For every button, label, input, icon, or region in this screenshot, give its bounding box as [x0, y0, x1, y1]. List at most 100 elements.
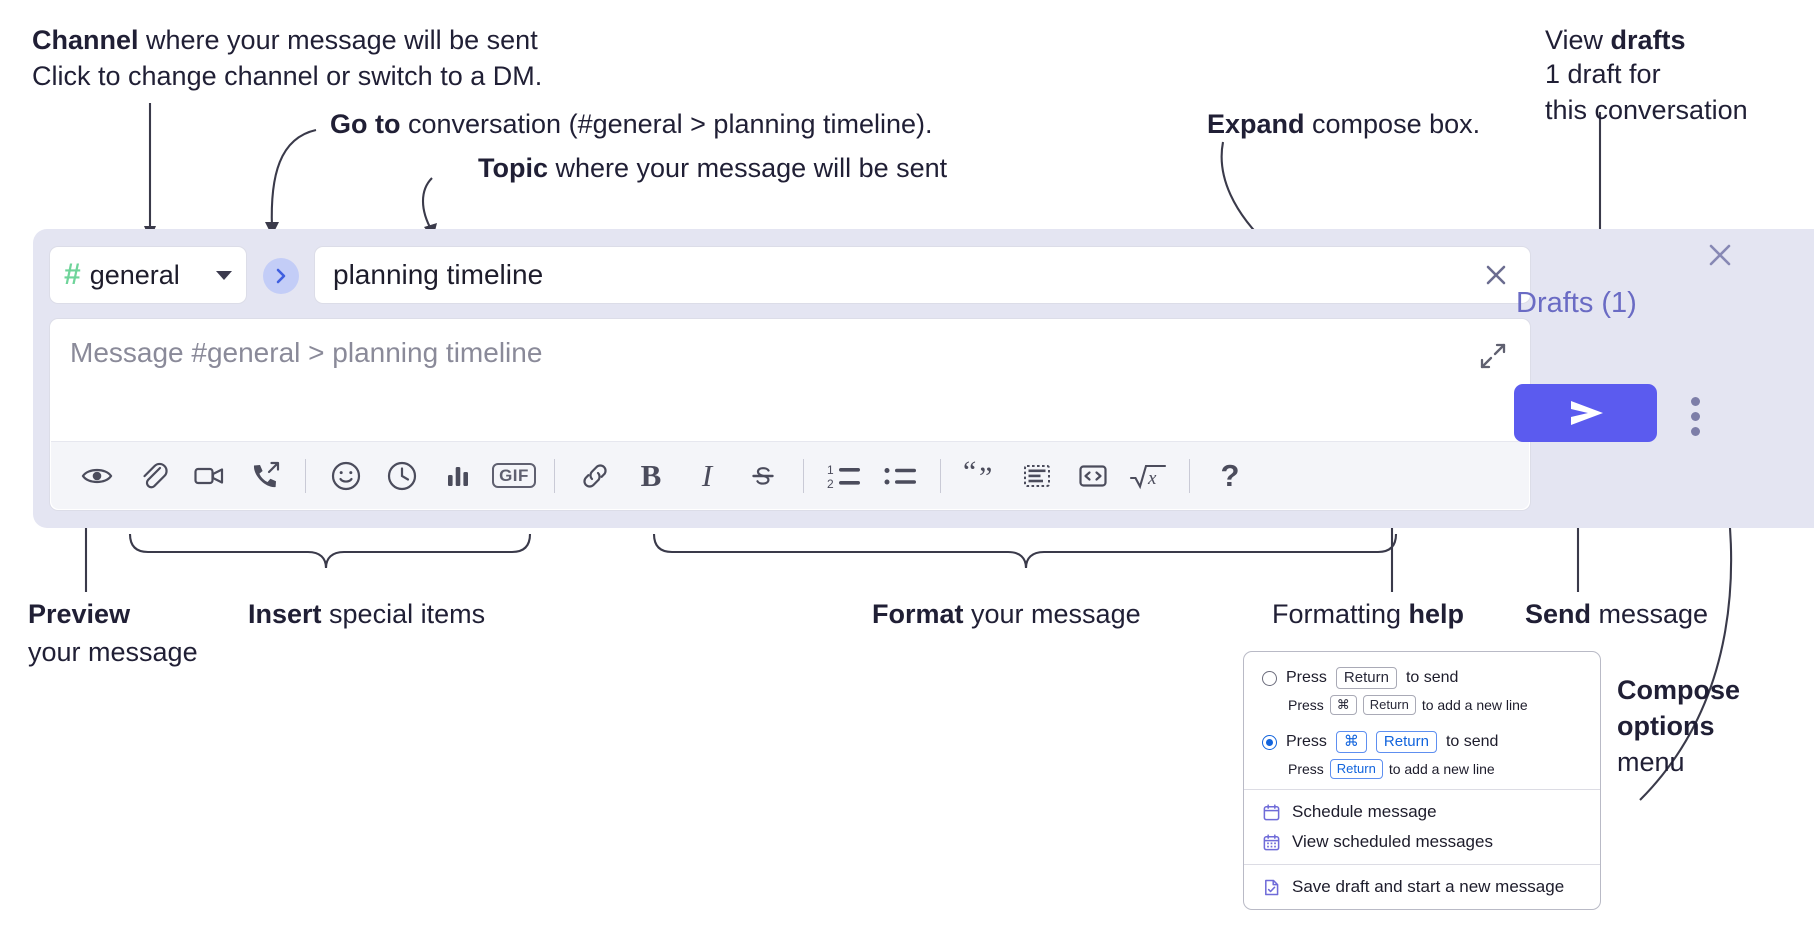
option2-key1: ⌘ — [1335, 731, 1367, 753]
strikethrough-icon[interactable] — [735, 448, 791, 504]
message-compose-box[interactable]: Message #general > planning timeline — [49, 318, 1531, 511]
math-icon[interactable]: x — [1121, 448, 1177, 504]
expand-compose-button[interactable] — [1478, 341, 1508, 376]
menu-option1-subtext: Press ⌘ Return to add a new line — [1244, 692, 1600, 718]
help-icon[interactable]: ? — [1202, 448, 1258, 504]
annotation-goto: Go to conversation (#general > planning … — [330, 106, 933, 142]
annotation-send-bold: Send — [1525, 599, 1592, 629]
chevron-down-icon — [216, 270, 232, 280]
svg-text:x: x — [1147, 468, 1157, 489]
annotation-channel-sub: Click to change channel or switch to a D… — [32, 61, 543, 91]
annotation-expand-rest: compose box. — [1304, 109, 1481, 139]
annotation-compose-options-2: options — [1617, 708, 1714, 744]
blockquote-icon[interactable]: “ ” — [953, 448, 1009, 504]
annotation-format-rest: your message — [963, 599, 1141, 629]
annotation-drafts-bold: drafts — [1610, 25, 1686, 55]
send-button[interactable] — [1514, 384, 1657, 442]
expand-diagonal-icon — [1480, 343, 1506, 369]
close-icon — [1486, 265, 1506, 285]
menu-item-label: Schedule message — [1292, 802, 1437, 821]
annotation-preview: Preview — [28, 596, 130, 632]
formatting-toolbar: GIF B I — [51, 441, 1529, 509]
toolbar-separator — [554, 458, 555, 493]
toolbar-separator — [803, 458, 804, 493]
kebab-dot — [1690, 396, 1700, 406]
option2-post: to send — [1445, 733, 1499, 750]
annotation-compose-options-bold1: Compose — [1617, 675, 1741, 705]
option2-key2: Return — [1375, 731, 1437, 753]
panel-close-button[interactable] — [1698, 233, 1742, 277]
menu-item-schedule-message[interactable]: Schedule message — [1244, 797, 1600, 827]
radio-selected-icon[interactable] — [1262, 734, 1277, 750]
annotation-compose-options-bold2: options — [1617, 711, 1715, 741]
code-icon[interactable] — [1065, 448, 1121, 504]
italic-icon[interactable]: I — [679, 448, 735, 504]
menu-item-save-draft[interactable]: Save draft and start a new message — [1244, 872, 1600, 902]
annotation-topic: Topic where your message will be sent — [478, 150, 947, 186]
bold-glyph: B — [640, 457, 662, 493]
radio-unselected-icon[interactable] — [1262, 670, 1277, 686]
menu-item-label: Save draft and start a new message — [1292, 877, 1565, 896]
annotation-expand: Expand compose box. — [1207, 106, 1480, 142]
topic-field[interactable]: planning timeline — [314, 246, 1531, 304]
link-icon[interactable] — [567, 448, 623, 504]
paper-plane-icon — [1570, 401, 1603, 425]
code-block-icon[interactable] — [1009, 448, 1065, 504]
menu-item-label: View scheduled messages — [1292, 832, 1493, 851]
option1-post: to send — [1405, 669, 1459, 686]
svg-text:“: “ — [963, 459, 976, 488]
preview-icon[interactable] — [69, 448, 125, 504]
channel-selector[interactable]: # general — [49, 246, 247, 304]
svg-text:1: 1 — [827, 463, 834, 477]
compose-options-button[interactable] — [1677, 394, 1713, 438]
annotation-channel: Channel where your message will be sent — [32, 22, 538, 58]
italic-glyph: I — [701, 457, 713, 493]
annotation-channel-bold: Channel — [32, 25, 139, 55]
annotation-drafts-plain: View — [1545, 25, 1611, 55]
annotation-format-bold: Format — [872, 599, 964, 629]
annotation-topic-bold: Topic — [478, 153, 548, 183]
menu-option-cmd-return-to-send[interactable]: Press ⌘ Return to send — [1244, 728, 1600, 756]
video-icon[interactable] — [181, 448, 237, 504]
svg-text:”: ” — [979, 461, 992, 493]
hash-icon: # — [64, 258, 81, 291]
help-glyph: ? — [1220, 457, 1240, 493]
annotation-insert: Insert special items — [248, 596, 485, 632]
topic-clear-button[interactable] — [1480, 259, 1512, 291]
annotation-help-bold: help — [1408, 599, 1465, 629]
goto-conversation-button[interactable] — [263, 258, 299, 294]
option1-sub-key2: Return — [1362, 695, 1416, 715]
drafts-link[interactable]: Drafts (1) — [1516, 287, 1637, 319]
poll-icon[interactable] — [430, 448, 486, 504]
ordered-list-icon[interactable]: 1 2 — [816, 448, 872, 504]
menu-item-view-scheduled-messages[interactable]: View scheduled messages — [1244, 827, 1600, 857]
option1-pre: Press — [1286, 669, 1327, 686]
option2-sub-key: Return — [1329, 759, 1383, 779]
compose-options-menu: Press Return to send Press ⌘ Return to a… — [1243, 651, 1601, 910]
svg-text:2: 2 — [827, 477, 834, 491]
channel-name: general — [89, 259, 180, 290]
annotation-help-plain: Formatting — [1272, 599, 1409, 629]
option1-sub-key1: ⌘ — [1329, 695, 1357, 715]
toolbar-separator — [305, 458, 306, 493]
call-forward-icon[interactable] — [237, 448, 293, 504]
emoji-icon[interactable] — [318, 448, 374, 504]
annotation-send: Send message — [1525, 596, 1708, 632]
option2-pre: Press — [1286, 733, 1327, 750]
toolbar-separator — [1189, 458, 1190, 493]
annotation-drafts-sub1: 1 draft for — [1545, 59, 1661, 89]
message-input-placeholder[interactable]: Message #general > planning timeline — [70, 337, 543, 368]
bold-icon[interactable]: B — [623, 448, 679, 504]
bulleted-list-icon[interactable] — [872, 448, 928, 504]
option2-sub-post: to add a new line — [1388, 761, 1495, 777]
clock-icon[interactable] — [374, 448, 430, 504]
annotation-drafts-sub2: this conversation — [1545, 95, 1748, 125]
annotation-compose-options-3: menu — [1617, 747, 1685, 777]
annotation-goto-rest: conversation (#general > planning timeli… — [400, 109, 933, 139]
attachment-icon[interactable] — [125, 448, 181, 504]
annotation-goto-bold: Go to — [330, 109, 401, 139]
gif-icon[interactable]: GIF — [486, 448, 542, 504]
annotation-preview-bold: Preview — [28, 599, 131, 629]
menu-option-return-to-send[interactable]: Press Return to send — [1244, 664, 1600, 692]
